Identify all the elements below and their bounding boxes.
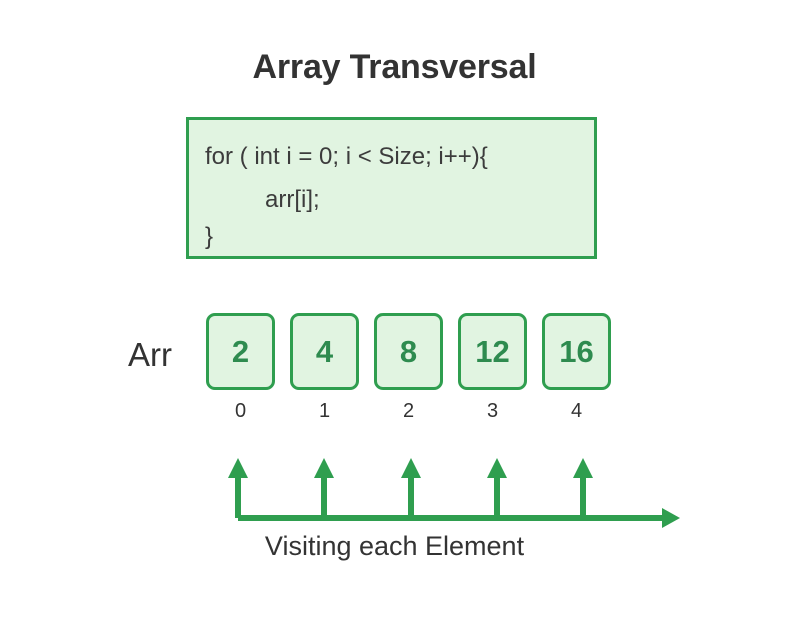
array-row: 2 4 8 12 16 [206, 313, 611, 390]
array-label: Arr [128, 336, 172, 373]
array-cell: 8 [374, 313, 443, 390]
visit-arrowhead-icon [487, 458, 507, 478]
array-index-row: 0 1 2 3 4 [206, 400, 611, 423]
array-index-label: 2 [402, 400, 415, 422]
array-cell: 2 [206, 313, 275, 390]
code-line-for: for ( int i = 0; i < Size; i++){ [205, 143, 488, 170]
array-index-label: 1 [318, 400, 331, 422]
array-cell: 4 [290, 313, 359, 390]
visit-arrowhead-icon [228, 458, 248, 478]
code-block: for ( int i = 0; i < Size; i++){ arr[i];… [186, 117, 597, 259]
code-line-body: arr[i]; [265, 186, 320, 213]
visit-arrowhead-icon [314, 458, 334, 478]
visit-arrowhead-icon [573, 458, 593, 478]
array-index-label: 3 [486, 400, 499, 422]
array-cell: 16 [542, 313, 611, 390]
diagram-caption: Visiting each Element [264, 531, 525, 561]
visit-arrowhead-icon [401, 458, 421, 478]
array-index-label: 4 [570, 400, 583, 422]
code-line-close-brace: } [205, 223, 214, 250]
page-title: Array Transversal [252, 48, 537, 86]
axis-arrowhead-icon [662, 508, 680, 528]
array-cell: 12 [458, 313, 527, 390]
array-index-label: 0 [234, 400, 247, 422]
